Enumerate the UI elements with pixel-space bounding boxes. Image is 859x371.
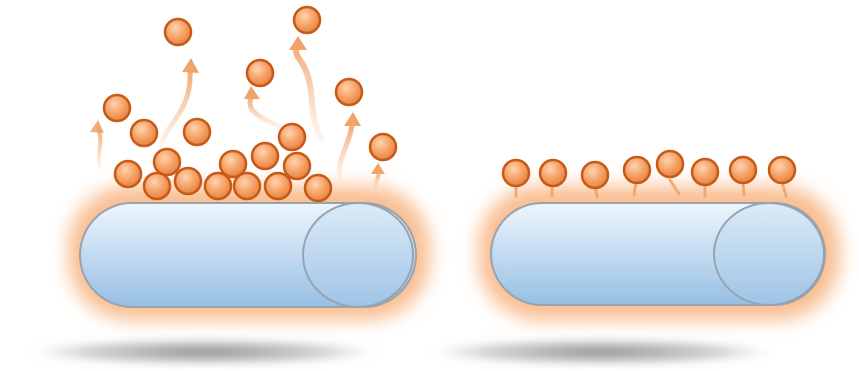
particle: [334, 77, 364, 107]
particle: [173, 166, 203, 196]
particle: [303, 173, 333, 203]
left-particles: [102, 5, 398, 203]
particle: [263, 171, 293, 201]
particle: [368, 132, 398, 162]
release-arrow-head-icon: [344, 112, 361, 126]
right-cylinder: [490, 202, 826, 306]
particle: [655, 149, 685, 179]
particle: [203, 171, 233, 201]
particle: [142, 171, 172, 201]
release-arrow-head-icon: [244, 86, 260, 99]
particle: [163, 17, 193, 47]
right-particles: [501, 149, 797, 190]
particle: [182, 117, 212, 147]
release-arrow-head-icon: [289, 36, 307, 50]
release-arrow-icon: [247, 93, 285, 131]
right-shadow: [430, 338, 774, 366]
release-arrow-icon: [373, 170, 381, 190]
particle: [129, 118, 159, 148]
right-panel: [430, 149, 840, 366]
particle: [501, 158, 531, 188]
particle: [282, 151, 312, 181]
particle: [767, 155, 797, 185]
particle: [728, 155, 758, 185]
release-arrow-icon: [96, 126, 103, 170]
particle: [250, 141, 280, 171]
particle: [113, 159, 143, 189]
right-cylinder-cap: [713, 202, 825, 306]
particle: [245, 58, 275, 88]
left-arrows: [90, 36, 385, 190]
release-arrow-head-icon: [182, 58, 199, 73]
particle: [538, 158, 568, 188]
particle: [102, 93, 132, 123]
particle: [690, 157, 720, 187]
left-cylinder-cap: [302, 202, 414, 308]
left-panel: [30, 5, 430, 366]
particle: [277, 122, 307, 152]
tether: [780, 180, 788, 198]
particle: [622, 155, 652, 185]
particle: [218, 149, 248, 179]
particle: [292, 5, 322, 35]
release-arrow-head-icon: [90, 120, 104, 133]
particle: [580, 160, 610, 190]
particle: [232, 171, 262, 201]
release-arrow-icon: [336, 121, 355, 181]
particle: [152, 147, 182, 177]
left-shadow: [30, 338, 380, 366]
tether: [668, 178, 681, 196]
release-arrow-head-icon: [371, 163, 385, 174]
left-cylinder: [79, 202, 417, 308]
release-arrow-icon: [157, 67, 193, 151]
